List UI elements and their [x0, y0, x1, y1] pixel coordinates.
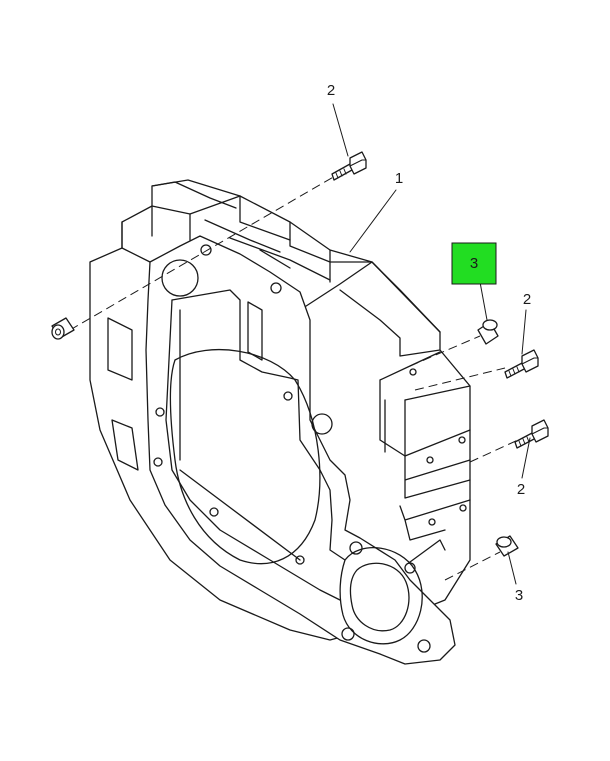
- callout-2-right-lower[interactable]: 2: [517, 481, 525, 498]
- callout-label: 1: [395, 170, 403, 187]
- callout-2-top[interactable]: 2: [327, 82, 335, 99]
- assembly-lines: [69, 175, 519, 581]
- callout-2-right-upper[interactable]: 2: [523, 291, 531, 308]
- callout-label: 2: [327, 82, 335, 99]
- leader-lines: [332, 103, 531, 585]
- callout-1[interactable]: 1: [395, 170, 403, 187]
- bolt-top[interactable]: [331, 151, 367, 181]
- callout-label: 2: [517, 481, 525, 498]
- callout-label: 3: [470, 255, 478, 272]
- bolt-right-lower[interactable]: [514, 419, 549, 449]
- dowel-pin-right-lower[interactable]: [495, 535, 519, 557]
- bolt-right-upper[interactable]: [504, 349, 539, 379]
- highlight-box: [451, 242, 497, 285]
- callout-3-highlighted[interactable]: 3: [451, 242, 497, 285]
- callout-label: 3: [515, 587, 523, 604]
- callout-3-lower[interactable]: 3: [515, 587, 523, 604]
- flywheel-housing: [89, 179, 471, 665]
- callout-label: 2: [523, 291, 531, 308]
- dowel-pin-left[interactable]: [51, 317, 75, 340]
- dowel-pin-right-upper[interactable]: [477, 319, 499, 345]
